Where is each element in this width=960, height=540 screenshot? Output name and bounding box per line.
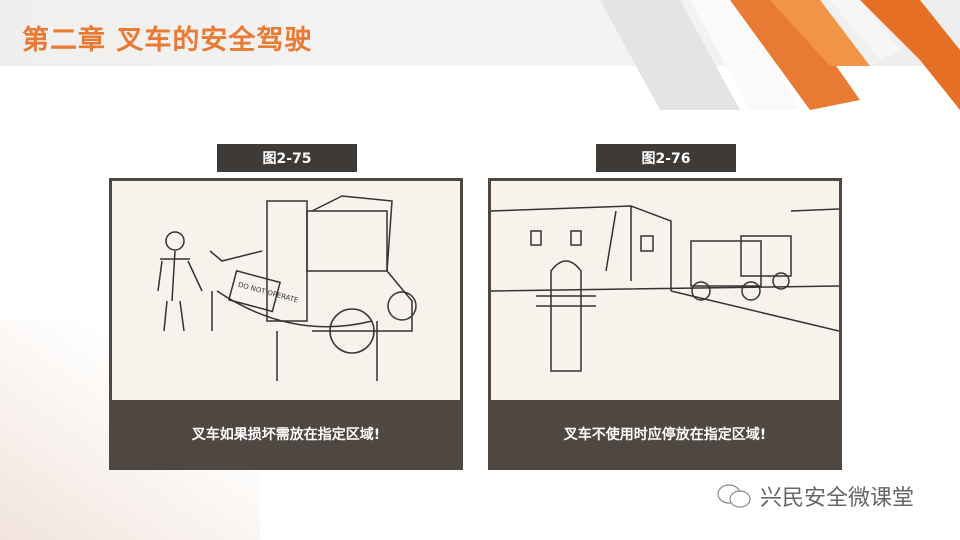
- decorative-stripes: [600, 0, 960, 110]
- footer-watermark: 兴民安全微课堂: [716, 480, 914, 512]
- page-title: 第二章 叉车的安全驾驶: [22, 25, 313, 56]
- illustration-parked-forklifts: [491, 181, 839, 400]
- figure-card-2-76: 叉车不使用时应停放在指定区域!: [488, 178, 842, 470]
- sign-text: DO NOT OPERATE: [237, 281, 299, 305]
- wechat-icon: [717, 484, 751, 508]
- footer-brand: 兴民安全微课堂: [760, 486, 915, 511]
- figure-card-2-75: DO NOT OPERATE 叉车如果损坏需放在指定区域!: [109, 178, 463, 470]
- figure-caption-2-76: 叉车不使用时应停放在指定区域!: [563, 426, 767, 443]
- illustration-damaged-forklift: DO NOT OPERATE: [112, 181, 460, 400]
- figure-caption-2-75: 叉车如果损坏需放在指定区域!: [191, 426, 381, 443]
- figure-label-2-76: 图2-76: [596, 144, 736, 172]
- header-bar: 第二章 叉车的安全驾驶: [0, 0, 960, 110]
- figure-label-2-75: 图2-75: [217, 144, 357, 172]
